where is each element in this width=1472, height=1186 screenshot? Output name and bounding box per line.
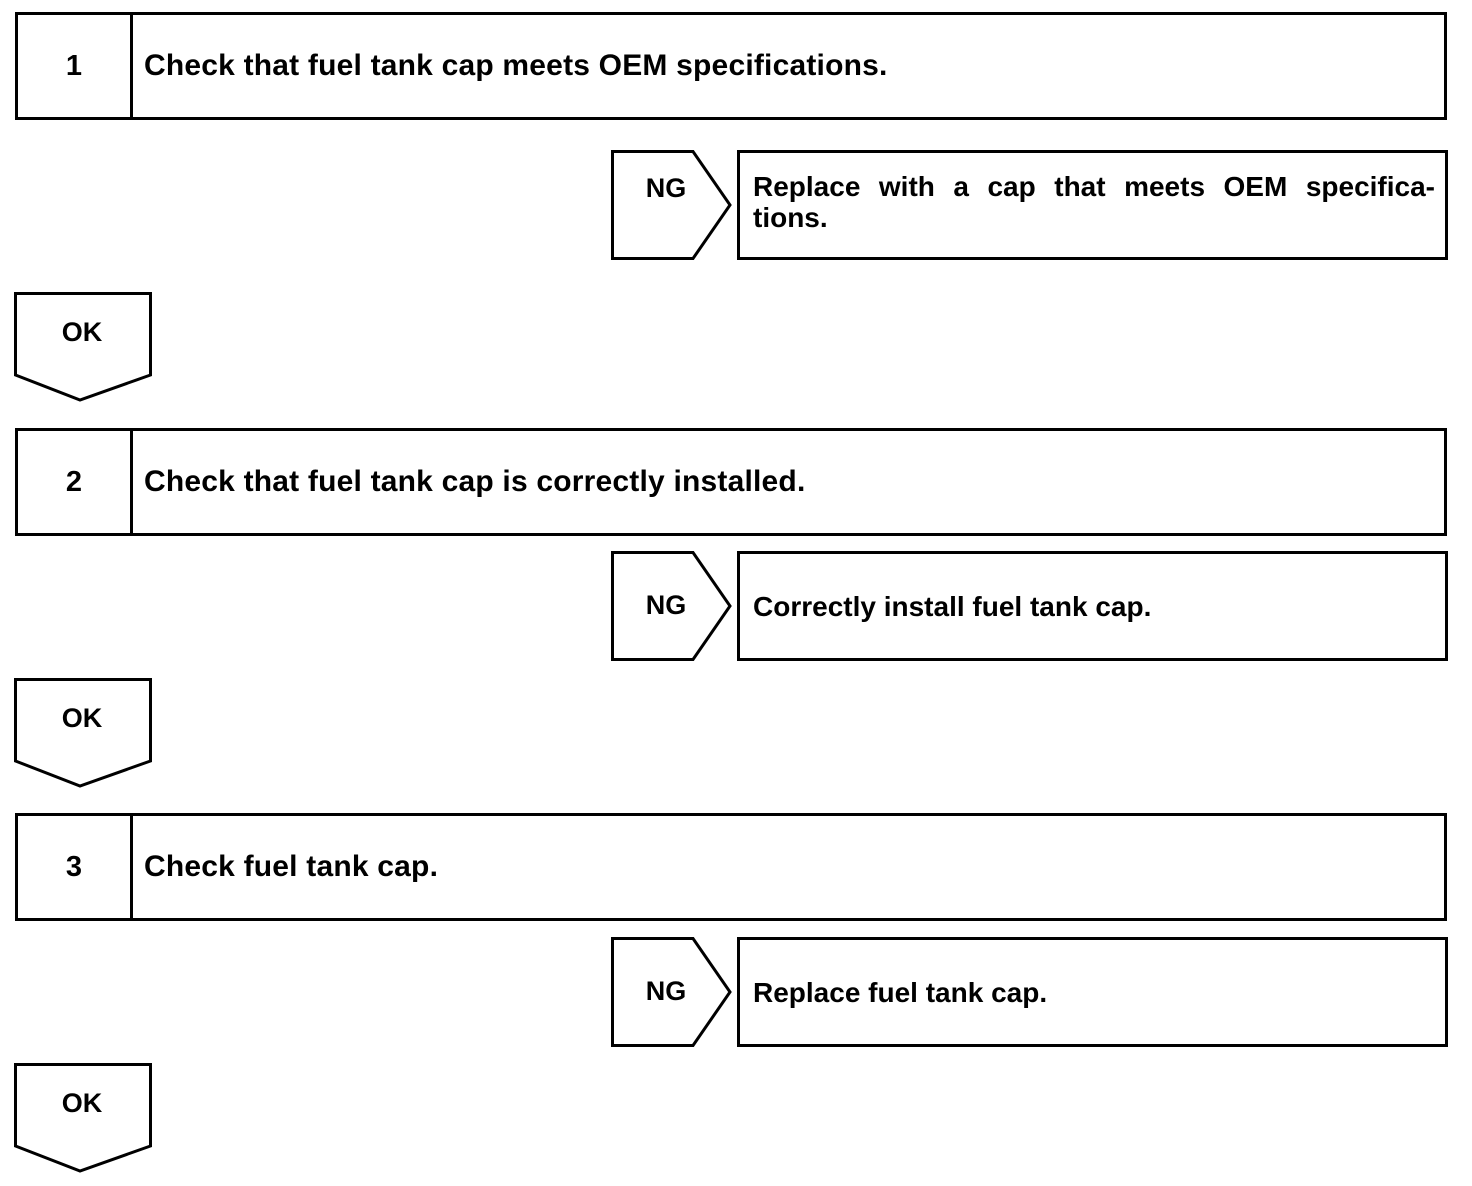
step-1-box: 1 Check that fuel tank cap meets OEM spe… xyxy=(15,12,1447,120)
ng-arrow-tag: NG xyxy=(611,551,733,661)
ng-arrow-shape xyxy=(611,937,732,1047)
ng-arrow-tag: NG xyxy=(611,150,733,260)
ok-arrow-tag: OK xyxy=(14,678,152,788)
ok-arrow-shape xyxy=(14,292,152,402)
ng-action-box: Replace fuel tank cap. xyxy=(737,937,1448,1047)
ng-arrow-shape xyxy=(611,150,732,260)
step-3-box: 3 Check fuel tank cap. xyxy=(15,813,1447,921)
step-2-box: 2 Check that fuel tank cap is correctly … xyxy=(15,428,1447,536)
step-instruction: Check that fuel tank cap meets OEM speci… xyxy=(144,49,888,82)
ng-action-line-1: Replace with a cap that meets OEM specif… xyxy=(753,171,1435,202)
ng-action-text: Replace with a cap that meets OEM specif… xyxy=(753,171,1435,233)
ng-action-box: Replace with a cap that meets OEM specif… xyxy=(737,150,1448,260)
step-number: 2 xyxy=(18,431,133,533)
ok-arrow-tag: OK xyxy=(14,292,152,402)
ng-label: NG xyxy=(645,173,687,203)
ok-label: OK xyxy=(61,317,103,347)
ok-label: OK xyxy=(61,1088,103,1118)
ng-action-line-2: tions. xyxy=(753,202,828,233)
ok-arrow-shape xyxy=(14,678,152,788)
ok-label: OK xyxy=(61,703,103,733)
step-instruction: Check fuel tank cap. xyxy=(144,850,439,883)
ng-action-text: Replace fuel tank cap. xyxy=(753,976,1048,1008)
ng-label: NG xyxy=(645,590,687,620)
ok-arrow-shape xyxy=(14,1063,152,1173)
ng-action-text: Correctly install fuel tank cap. xyxy=(753,590,1152,622)
ng-action-box: Correctly install fuel tank cap. xyxy=(737,551,1448,661)
step-number: 3 xyxy=(18,816,133,918)
step-number: 1 xyxy=(18,15,133,117)
ng-label: NG xyxy=(645,976,687,1006)
ng-arrow-tag: NG xyxy=(611,937,733,1047)
step-instruction: Check that fuel tank cap is correctly in… xyxy=(144,465,806,498)
ok-arrow-tag: OK xyxy=(14,1063,152,1173)
ng-arrow-shape xyxy=(611,551,732,661)
